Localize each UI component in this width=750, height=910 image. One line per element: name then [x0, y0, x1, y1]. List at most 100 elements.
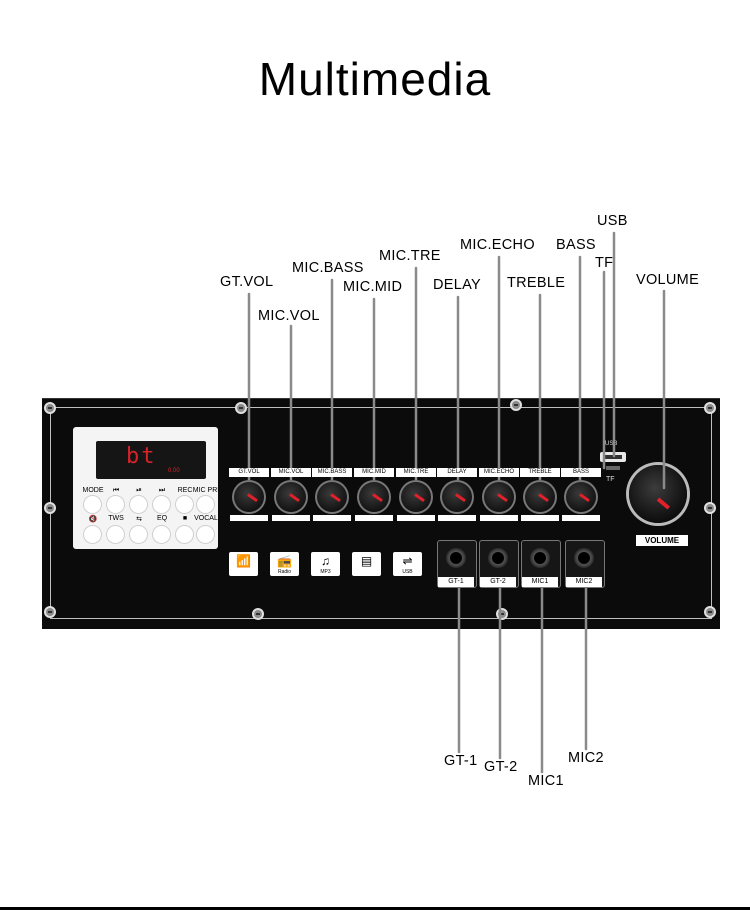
screw-icon	[44, 402, 56, 414]
jack-socket	[488, 548, 508, 568]
eq-knob-mic-echo[interactable]: MIC.ECHO	[479, 468, 519, 522]
callout-tf: TF	[595, 255, 614, 271]
knob-scale	[438, 515, 476, 521]
display-subtext: 0.00	[168, 468, 180, 474]
player-button[interactable]	[107, 526, 124, 543]
callout-treble: TREBLE	[507, 275, 566, 291]
player-button[interactable]	[130, 496, 147, 513]
callout-mic-tre: MIC.TRE	[379, 248, 441, 264]
callout-bass: BASS	[556, 237, 596, 253]
player-button-label: ⇆	[136, 516, 142, 523]
eq-knob-treble[interactable]: TREBLE	[520, 468, 560, 522]
player-button[interactable]	[176, 526, 193, 543]
source-label: MP3	[320, 569, 331, 575]
page-title: Multimedia	[258, 53, 492, 105]
tf-slot-label: TF	[606, 476, 615, 483]
jack-socket	[446, 548, 466, 568]
player-button[interactable]	[153, 496, 170, 513]
jack-socket	[530, 548, 550, 568]
screw-icon	[704, 502, 716, 514]
source-label: Radio	[277, 569, 292, 575]
source-button[interactable]: ▤	[352, 552, 381, 576]
player-button-label: ⏯	[136, 487, 142, 494]
jack-label: MIC2	[566, 577, 602, 587]
eq-knob-gt-vol[interactable]: GT.VOL	[229, 468, 269, 522]
jack-label: GT-1	[438, 577, 474, 587]
source-button[interactable]: ⇌USB	[393, 552, 422, 576]
player-button[interactable]	[84, 496, 101, 513]
source-button[interactable]: 📶	[229, 552, 258, 576]
source-button[interactable]: ♫MP3	[311, 552, 340, 576]
player-button-label: TWS	[108, 515, 124, 522]
jack-socket	[574, 548, 594, 568]
callout-mic-mid: MIC.MID	[343, 279, 403, 295]
tf-card-slot[interactable]	[606, 466, 620, 470]
knob-scale	[272, 515, 310, 521]
eq-knob-mic-tre[interactable]: MIC.TRE	[396, 468, 436, 522]
player-button-label: EQ	[156, 515, 168, 522]
jack-label: GT-2	[480, 577, 516, 587]
knob-label: MIC.BASS	[312, 468, 352, 477]
knob-label: MIC.VOL	[271, 468, 311, 477]
source-icon: ▤	[360, 554, 373, 568]
knob-scale	[562, 515, 600, 521]
knob-scale	[397, 515, 435, 521]
usb-port-label: USB	[605, 441, 618, 447]
player-button-label: REC	[177, 487, 193, 494]
callout-volume: VOLUME	[636, 272, 700, 288]
player-button[interactable]	[153, 526, 170, 543]
eq-knob-mic-vol[interactable]: MIC.VOL	[271, 468, 311, 522]
callout-mic-vol: MIC.VOL	[258, 308, 320, 324]
source-label: USB	[402, 569, 413, 575]
knob-label: MIC.MID	[354, 468, 394, 477]
player-button-label: MODE	[82, 487, 104, 494]
knob-label: GT.VOL	[229, 468, 269, 477]
player-button-label: ⏮	[112, 487, 120, 494]
usb-port-slot	[604, 455, 622, 459]
screw-icon	[252, 608, 264, 620]
led-display	[96, 441, 206, 479]
screw-icon	[510, 399, 522, 411]
bottom-rule	[0, 907, 750, 910]
jack-label: MIC1	[522, 577, 558, 587]
knob-scale	[480, 515, 518, 521]
player-button[interactable]	[107, 496, 124, 513]
player-button[interactable]	[197, 496, 214, 513]
eq-knob-mic-mid[interactable]: MIC.MID	[354, 468, 394, 522]
knob-label: DELAY	[437, 468, 477, 477]
screw-icon	[44, 502, 56, 514]
player-button-label: ⏭	[158, 487, 166, 494]
player-button[interactable]	[197, 526, 214, 543]
screw-icon	[235, 402, 247, 414]
callout-mic-echo: MIC.ECHO	[460, 237, 535, 253]
knob-scale	[230, 515, 268, 521]
knob-label: TREBLE	[520, 468, 560, 477]
knob-scale	[355, 515, 393, 521]
player-button[interactable]	[176, 496, 193, 513]
callout-mic-bass: MIC.BASS	[292, 260, 364, 276]
source-icon: 📶	[236, 554, 251, 568]
knob-label: MIC.TRE	[396, 468, 436, 477]
eq-knob-delay[interactable]: DELAY	[437, 468, 477, 522]
player-button[interactable]	[130, 526, 147, 543]
callout-gt-2: GT-2	[484, 759, 518, 775]
callout-mic1: MIC1	[528, 773, 564, 789]
display-text: bt	[126, 444, 157, 469]
knob-label: BASS	[561, 468, 601, 477]
player-button-label: MIC PRI	[192, 487, 220, 494]
callout-delay: DELAY	[433, 277, 481, 293]
knob-label: MIC.ECHO	[479, 468, 519, 477]
player-button[interactable]	[84, 526, 101, 543]
player-button-label: 🔇	[88, 516, 98, 523]
master-volume-knob[interactable]	[629, 465, 687, 523]
eq-knob-mic-bass[interactable]: MIC.BASS	[312, 468, 352, 522]
screw-icon	[704, 606, 716, 618]
callout-gt-1: GT-1	[444, 753, 478, 769]
source-icon: ♫	[321, 554, 330, 568]
source-button[interactable]: 📻Radio	[270, 552, 299, 576]
player-button-label: ■	[182, 515, 188, 522]
eq-knob-bass[interactable]: BASS	[561, 468, 601, 522]
source-icon: ⇌	[402, 554, 413, 568]
volume-label: VOLUME	[636, 535, 688, 546]
